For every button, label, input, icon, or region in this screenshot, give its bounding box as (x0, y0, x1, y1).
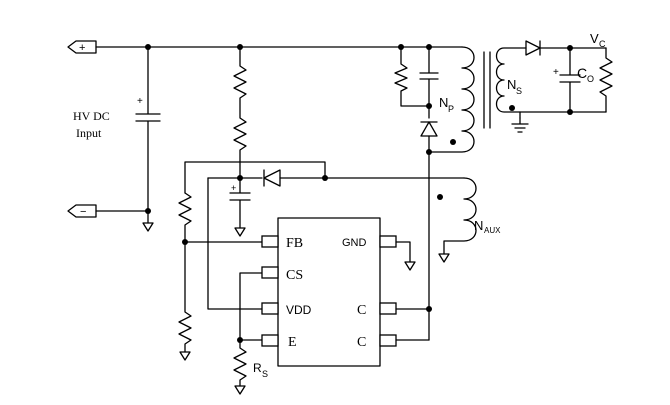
ns-label: N (507, 77, 516, 92)
fb-sense-wire (184, 161, 326, 194)
vc-sub: C (599, 39, 606, 49)
output-diode (525, 40, 541, 56)
vc-label: V (590, 31, 599, 46)
rs-resistor (233, 339, 247, 395)
aux-dot (437, 194, 443, 200)
ground-symbol-rs (234, 385, 246, 395)
ground-symbol-aux (438, 253, 450, 263)
input-capacitor: + (135, 46, 161, 232)
pin-fb (261, 235, 279, 248)
vdd-wire (207, 177, 263, 310)
ground-symbol-ic (404, 261, 416, 271)
gnd-wire (395, 241, 411, 263)
input-label-line1: HV DC (73, 109, 110, 123)
pin-e (261, 334, 279, 347)
pin-cs (261, 266, 279, 279)
ground-symbol-input (142, 222, 154, 232)
pin-c1-label: C (357, 303, 366, 318)
co-label: C (577, 65, 587, 81)
c-pins-wire (395, 308, 430, 341)
pin-gnd (379, 235, 397, 248)
naux-sub: AUX (484, 226, 501, 235)
transformer-core (483, 51, 491, 129)
primary-winding (428, 46, 475, 153)
ground-symbol-vdd (234, 227, 246, 237)
rs-label: R (253, 361, 262, 375)
controller-ic: FB CS VDD E GND C C (261, 217, 397, 367)
terminal-minus-label: − (80, 206, 86, 218)
load-resistor (599, 47, 613, 113)
secondary-dot (509, 105, 515, 111)
pin-c2 (379, 334, 397, 347)
ground-symbol-fb (179, 351, 191, 361)
pin-vdd-label: VDD (286, 303, 312, 317)
vdd-capacitor: + (229, 175, 251, 237)
terminal-plus-label: + (79, 42, 85, 54)
pin-cs-label: CS (286, 268, 303, 283)
aux-diode (263, 169, 281, 187)
pin-e-label: E (288, 335, 297, 350)
snubber-network (394, 46, 439, 341)
junction-dots (145, 44, 573, 343)
naux-label: N (474, 218, 483, 233)
pin-c2-label: C (357, 335, 366, 350)
np-label: N (439, 95, 448, 110)
output-capacitor: + (553, 47, 581, 113)
co-plus: + (553, 67, 559, 78)
input-plus-terminal: + (67, 40, 97, 54)
co-sub: O (587, 74, 594, 84)
primary-dot (450, 139, 456, 145)
pin-c1 (379, 302, 397, 315)
fb-divider (178, 192, 192, 361)
input-cap-plus: + (137, 96, 143, 107)
rs-sub: S (262, 369, 268, 379)
input-minus-terminal: − (67, 204, 97, 218)
ns-sub: S (516, 86, 522, 96)
secondary-winding (495, 47, 527, 119)
cs-wire (239, 272, 263, 341)
pin-vdd (261, 302, 279, 315)
pin-fb-label: FB (286, 236, 303, 251)
input-label-line2: Input (76, 126, 102, 140)
secondary-ground (511, 117, 529, 133)
vdd-cap-plus: + (231, 183, 236, 193)
pin-gnd-label: GND (342, 237, 367, 249)
np-sub: P (448, 104, 454, 114)
aux-winding (437, 177, 477, 263)
startup-resistors (233, 46, 247, 177)
